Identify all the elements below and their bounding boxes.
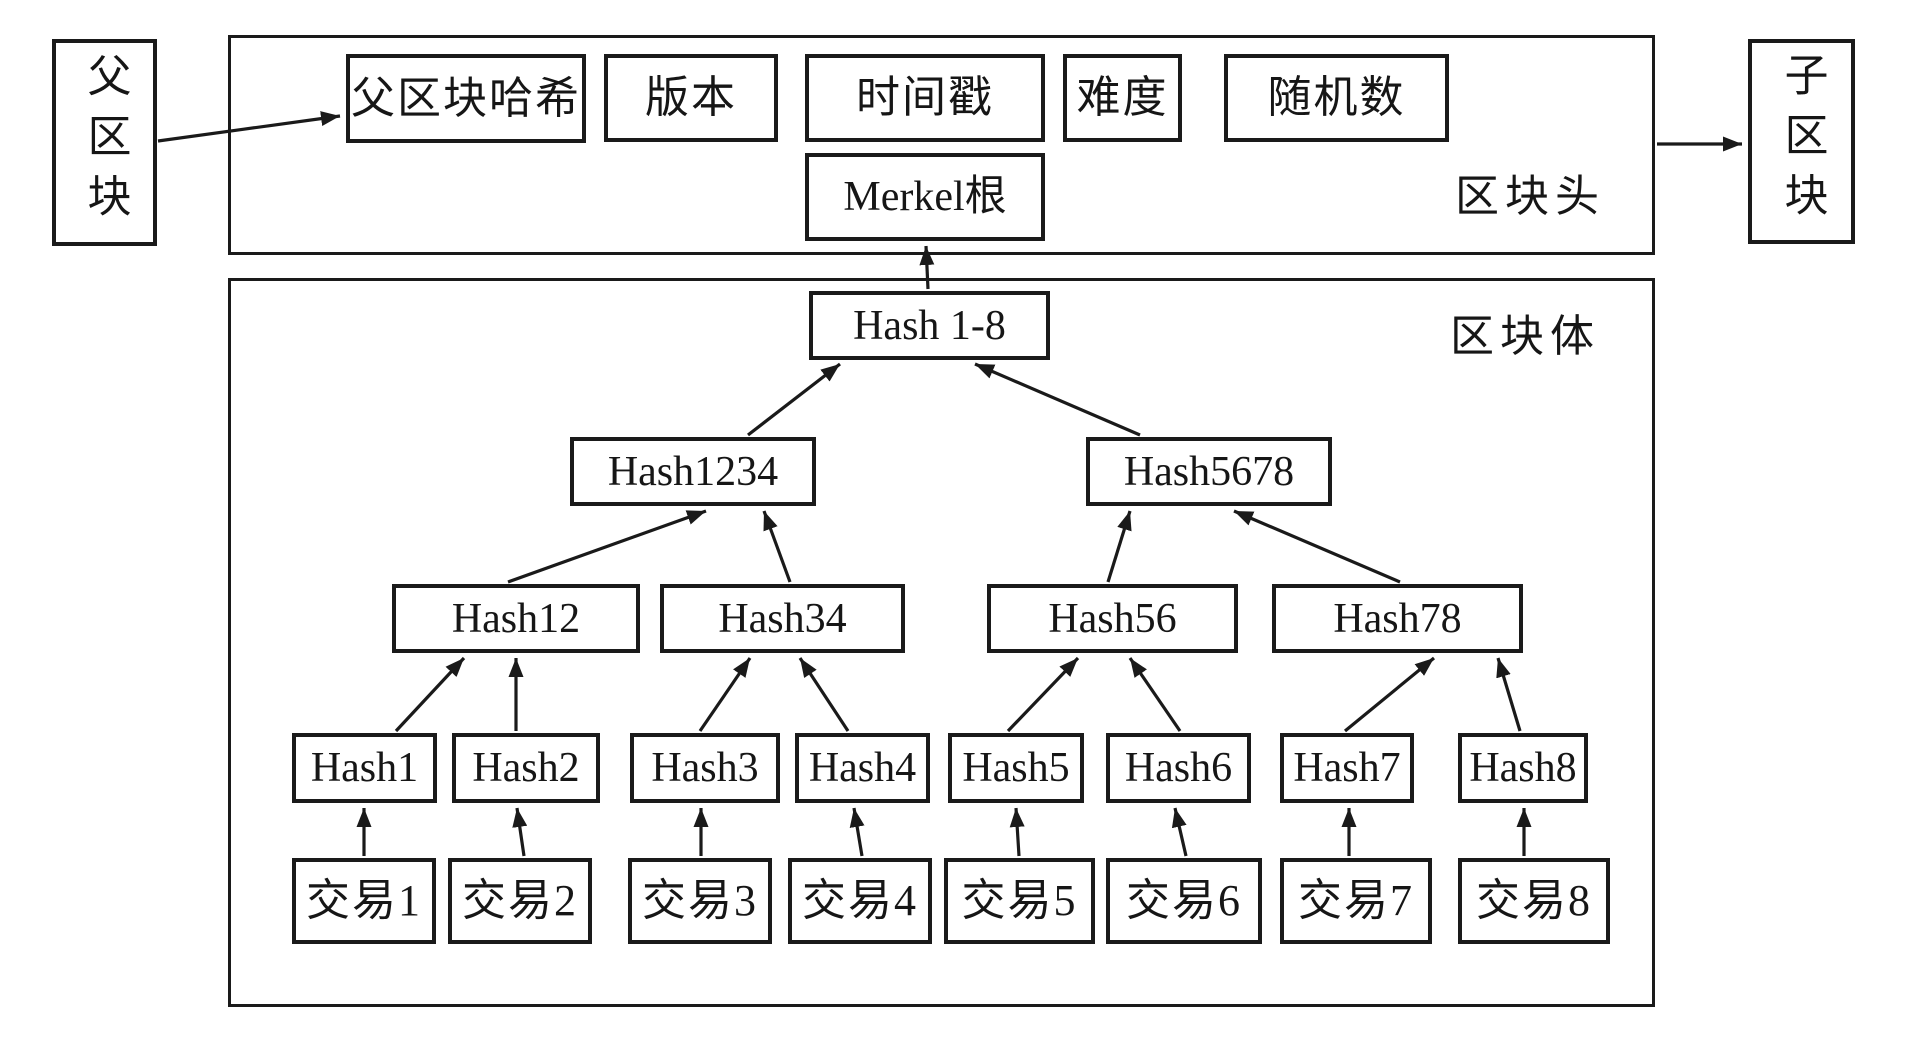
- transaction-2: 交易2: [448, 858, 592, 944]
- tree-node-hash5678: Hash5678: [1086, 437, 1332, 506]
- leaf-hash-5: Hash5: [948, 733, 1084, 803]
- transaction-8: 交易8: [1458, 858, 1610, 944]
- transaction-4: 交易4: [788, 858, 932, 944]
- tree-node-hash1234: Hash1234: [570, 437, 816, 506]
- leaf-hash-7: Hash7: [1280, 733, 1414, 803]
- parent-block-box: 父区块: [52, 39, 157, 246]
- transaction-5: 交易5: [944, 858, 1095, 944]
- tree-node-hash12: Hash12: [392, 584, 640, 653]
- tree-node-hash78: Hash78: [1272, 584, 1523, 653]
- transaction-6: 交易6: [1106, 858, 1262, 944]
- tree-root-hash-1-8: Hash 1-8: [809, 291, 1050, 360]
- transaction-1: 交易1: [292, 858, 436, 944]
- leaf-hash-4: Hash4: [795, 733, 930, 803]
- transaction-7: 交易7: [1280, 858, 1432, 944]
- child-block-box: 子区块: [1748, 39, 1855, 244]
- tree-node-hash34: Hash34: [660, 584, 905, 653]
- field-nonce: 随机数: [1224, 54, 1449, 142]
- block-header-label: 区块头: [1455, 172, 1605, 221]
- field-difficulty: 难度: [1063, 54, 1182, 142]
- field-version: 版本: [604, 54, 778, 142]
- field-merkle-root: Merkel根: [805, 153, 1045, 241]
- field-parent-block-hash: 父区块哈希: [346, 54, 586, 143]
- tree-node-hash56: Hash56: [987, 584, 1238, 653]
- field-timestamp: 时间戳: [805, 54, 1045, 142]
- block-body-label: 区块体: [1450, 312, 1600, 361]
- leaf-hash-6: Hash6: [1106, 733, 1251, 803]
- leaf-hash-8: Hash8: [1458, 733, 1588, 803]
- leaf-hash-3: Hash3: [630, 733, 780, 803]
- transaction-3: 交易3: [628, 858, 772, 944]
- leaf-hash-2: Hash2: [452, 733, 600, 803]
- leaf-hash-1: Hash1: [292, 733, 437, 803]
